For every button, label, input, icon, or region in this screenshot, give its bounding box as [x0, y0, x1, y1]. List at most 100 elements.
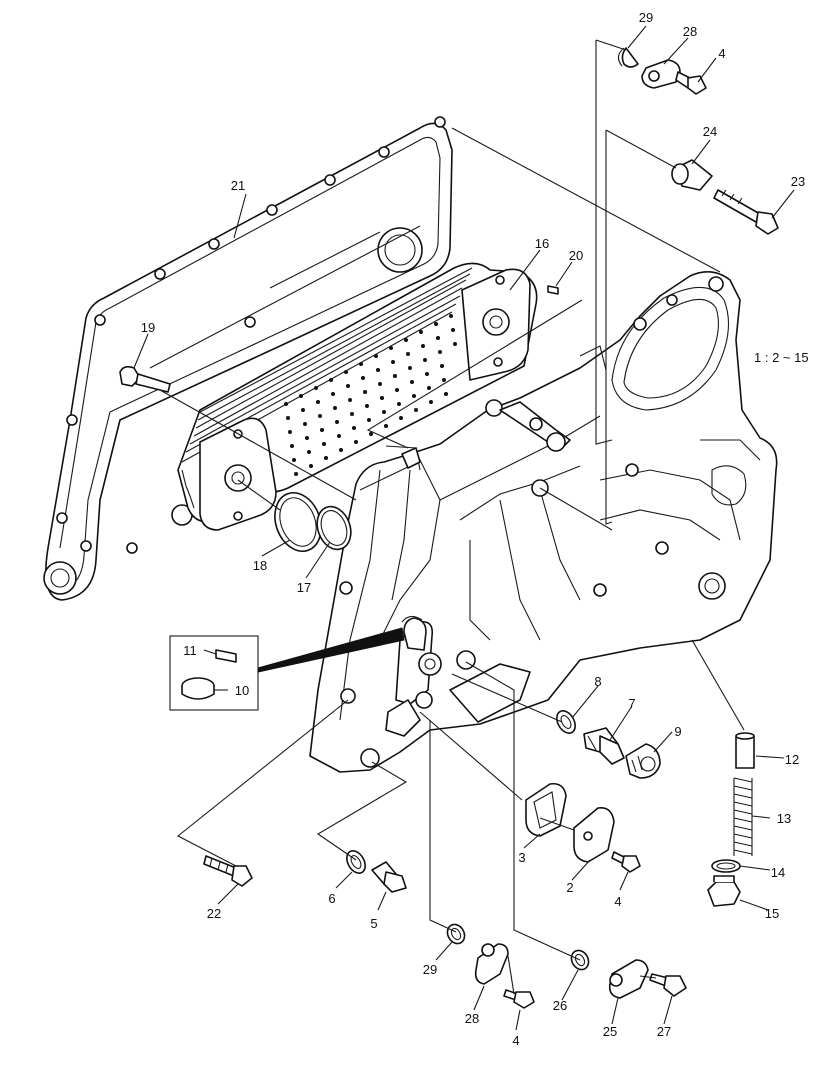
fin-dot — [307, 450, 311, 454]
fin-dot — [436, 336, 440, 340]
part-9 — [625, 743, 661, 779]
callout-4-mid: 4 — [614, 894, 621, 909]
fin-dot — [393, 374, 397, 378]
fin-dot — [359, 362, 363, 366]
callout-8: 8 — [594, 674, 601, 689]
fin-dot — [425, 372, 429, 376]
part-4-mid — [611, 851, 641, 873]
part-24 — [671, 159, 713, 191]
fin-dot — [365, 404, 369, 408]
part-19 — [119, 365, 171, 393]
fin-dot — [348, 398, 352, 402]
part-7 — [583, 727, 625, 765]
fin-dot — [316, 400, 320, 404]
part-15 — [707, 875, 741, 907]
callout-20: 20 — [569, 248, 583, 263]
fin-dot — [361, 376, 365, 380]
part-2 — [573, 806, 615, 863]
callout-4-upper: 4 — [718, 46, 725, 61]
fin-dot — [294, 472, 298, 476]
fin-dot — [404, 338, 408, 342]
fin-dot — [344, 370, 348, 374]
fin-dot — [303, 422, 307, 426]
callout-15: 15 — [765, 906, 779, 921]
fin-dot — [440, 364, 444, 368]
fin-dot — [305, 436, 309, 440]
part-29-lower — [446, 923, 466, 945]
callout-25: 25 — [603, 1024, 617, 1039]
fin-dot — [414, 408, 418, 412]
fin-dot — [389, 346, 393, 350]
part-14 — [711, 859, 741, 873]
fin-dot — [350, 412, 354, 416]
fin-dot — [374, 354, 378, 358]
fin-dot — [301, 408, 305, 412]
fin-dot — [410, 380, 414, 384]
part-6 — [346, 850, 366, 874]
part-25 — [608, 959, 649, 999]
fin-dot — [335, 420, 339, 424]
part-17 — [316, 505, 352, 551]
fin-dot — [290, 444, 294, 448]
part-8 — [556, 710, 576, 734]
fin-dot — [408, 366, 412, 370]
fin-dot — [314, 386, 318, 390]
callout-7: 7 — [628, 696, 635, 711]
fin-dot — [339, 448, 343, 452]
fin-dot — [442, 378, 446, 382]
callout-6: 6 — [328, 891, 335, 906]
fin-dot — [324, 456, 328, 460]
callout-29-lower: 29 — [423, 962, 437, 977]
part-4-upper — [675, 71, 707, 95]
callout-21: 21 — [231, 178, 245, 193]
callout-17: 17 — [297, 580, 311, 595]
callout-13: 13 — [777, 811, 791, 826]
fin-dot — [419, 330, 423, 334]
fin-dot — [427, 386, 431, 390]
callout-4-lower: 4 — [512, 1033, 519, 1048]
part-28-upper — [641, 59, 681, 89]
callout-12: 12 — [785, 752, 799, 767]
callout-2: 2 — [566, 880, 573, 895]
callout-27: 27 — [657, 1024, 671, 1039]
fin-dot — [331, 392, 335, 396]
fin-dot — [412, 394, 416, 398]
part-18 — [274, 492, 322, 552]
fin-dot — [434, 322, 438, 326]
fin-dot — [429, 400, 433, 404]
callout-28-lower: 28 — [465, 1011, 479, 1026]
part-4-lower — [503, 989, 535, 1009]
scale-note: 1 : 2 ~ 15 — [754, 350, 809, 365]
part-13-spring — [733, 777, 753, 856]
part-5 — [371, 861, 407, 893]
part-27 — [649, 973, 687, 997]
gasket-part-21 — [43, 116, 453, 601]
callout-26: 26 — [553, 998, 567, 1013]
callout-23: 23 — [791, 174, 805, 189]
callout-9: 9 — [674, 724, 681, 739]
part-12 — [735, 732, 755, 769]
fin-dot — [380, 396, 384, 400]
callout-labels: 29 28 4 24 23 21 16 20 19 18 17 11 10 8 … — [141, 10, 809, 1048]
part-22 — [203, 855, 253, 887]
fin-dot — [378, 382, 382, 386]
callout-leaders — [133, 25, 795, 1031]
fin-dot — [333, 406, 337, 410]
callout-24: 24 — [703, 124, 717, 139]
callout-22: 22 — [207, 906, 221, 921]
fin-dot — [367, 418, 371, 422]
callout-10: 10 — [235, 683, 249, 698]
callout-18: 18 — [253, 558, 267, 573]
fin-dot — [399, 416, 403, 420]
fin-dot — [451, 328, 455, 332]
fin-dot — [284, 402, 288, 406]
part-29-upper — [617, 47, 639, 68]
detail-box-10-11 — [169, 627, 405, 711]
fin-dot — [292, 458, 296, 462]
fin-dot — [309, 464, 313, 468]
fin-dot — [299, 394, 303, 398]
callout-28-upper: 28 — [683, 24, 697, 39]
fin-dot — [288, 430, 292, 434]
part-28-lower — [474, 943, 509, 985]
